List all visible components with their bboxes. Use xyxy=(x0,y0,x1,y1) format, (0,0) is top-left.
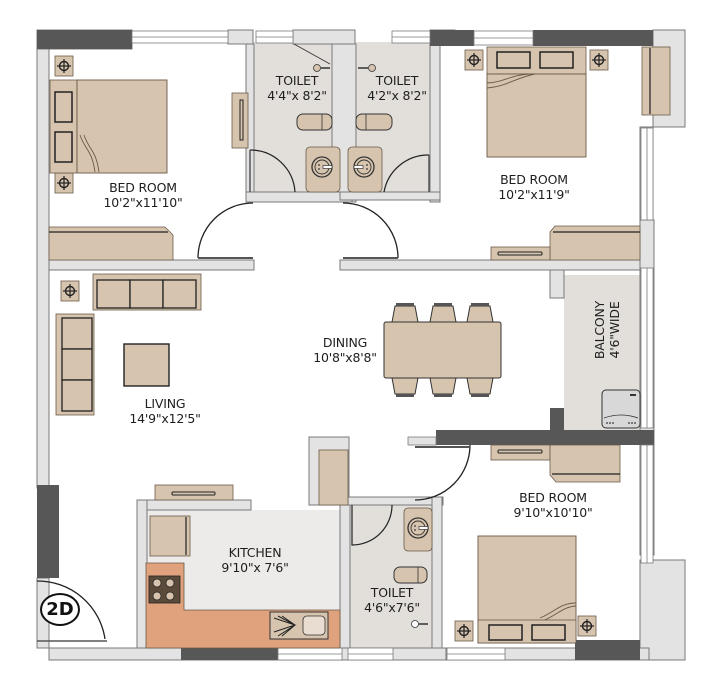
room-label-balcony: BALCONY 4'6"WIDE xyxy=(592,301,622,359)
room-label-living: LIVING 14'9"x12'5" xyxy=(129,396,200,426)
bedroom-2-furniture xyxy=(464,46,671,261)
room-label-bedroom-2: BED ROOM 10'2"x11'9" xyxy=(498,172,569,202)
room-label-bedroom-1: BED ROOM 10'2"x11'10" xyxy=(103,180,182,210)
room-label-dining: DINING 10'8"x8'8" xyxy=(313,335,377,365)
room-dimensions: 4'6"WIDE xyxy=(607,301,622,359)
room-dimensions: 9'10"x10'10" xyxy=(513,505,593,520)
bedroom-3-door xyxy=(407,436,471,501)
entrance-door xyxy=(36,580,107,642)
corridor-doors xyxy=(197,202,399,259)
room-name: KITCHEN xyxy=(228,545,282,560)
room-name: BED ROOM xyxy=(109,180,177,195)
kitchen-furniture xyxy=(145,449,349,649)
room-label-toilet-2: TOILET 4'2"x 8'2" xyxy=(367,73,427,103)
room-dimensions: 10'2"x11'9" xyxy=(498,187,570,202)
room-dimensions: 10'2"x11'10" xyxy=(103,195,183,210)
room-dimensions: 10'8"x8'8" xyxy=(313,350,377,365)
room-name: BALCONY xyxy=(592,300,607,360)
bedroom-3-furniture xyxy=(454,444,621,644)
room-dimensions: 4'4"x 8'2" xyxy=(267,88,327,103)
room-label-kitchen: KITCHEN 9'10"x 7'6" xyxy=(221,545,289,575)
balcony-washing-machine xyxy=(601,389,641,429)
toilet-3-fixtures xyxy=(351,504,433,628)
bedroom-1-furniture xyxy=(48,55,249,261)
room-name: TOILET xyxy=(375,73,419,88)
room-dimensions: 9'10"x 7'6" xyxy=(221,560,289,575)
living-furniture xyxy=(55,273,202,416)
windows xyxy=(131,30,654,661)
room-dimensions: 14'9"x12'5" xyxy=(129,411,201,426)
room-name: LIVING xyxy=(144,396,186,411)
room-name: DINING xyxy=(322,335,368,350)
room-name: BED ROOM xyxy=(519,490,587,505)
dining-furniture xyxy=(383,302,502,398)
room-dimensions: 4'2"x 8'2" xyxy=(367,88,427,103)
room-name: BED ROOM xyxy=(500,172,568,187)
room-name: TOILET xyxy=(275,73,319,88)
room-dimensions: 4'6"x7'6" xyxy=(364,600,420,615)
toilets-fixtures xyxy=(249,43,430,193)
view-mode-badge-2d[interactable]: 2D xyxy=(40,593,80,626)
room-name: TOILET xyxy=(370,585,414,600)
room-label-bedroom-3: BED ROOM 9'10"x10'10" xyxy=(513,490,592,520)
dark-walls xyxy=(37,30,654,660)
room-label-toilet-1: TOILET 4'4"x 8'2" xyxy=(267,73,327,103)
room-label-toilet-3: TOILET 4'6"x7'6" xyxy=(364,585,420,615)
